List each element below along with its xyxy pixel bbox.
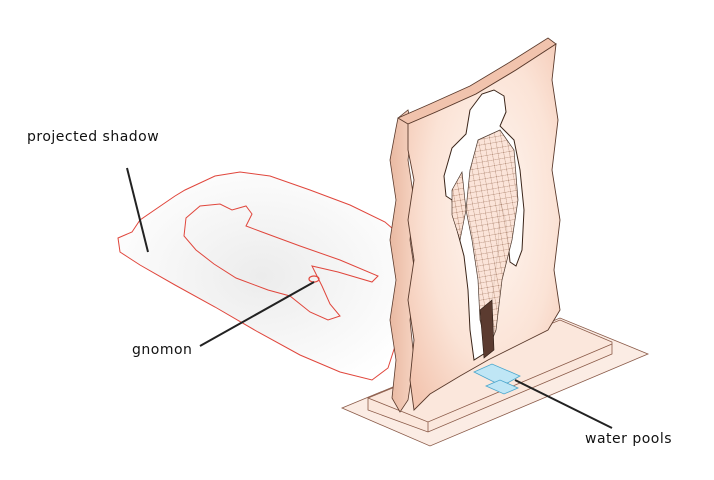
water-pools [473, 363, 521, 395]
leader-line-gnomon [199, 281, 315, 347]
leader-line-shadow [126, 167, 149, 253]
water-pools-label: water pools [585, 431, 673, 447]
projected-shadow-label: projected shadow [27, 129, 160, 145]
leader-line-pools [514, 379, 613, 429]
gnomon-slab [389, 37, 561, 413]
gnomon-label: gnomon [132, 342, 193, 358]
